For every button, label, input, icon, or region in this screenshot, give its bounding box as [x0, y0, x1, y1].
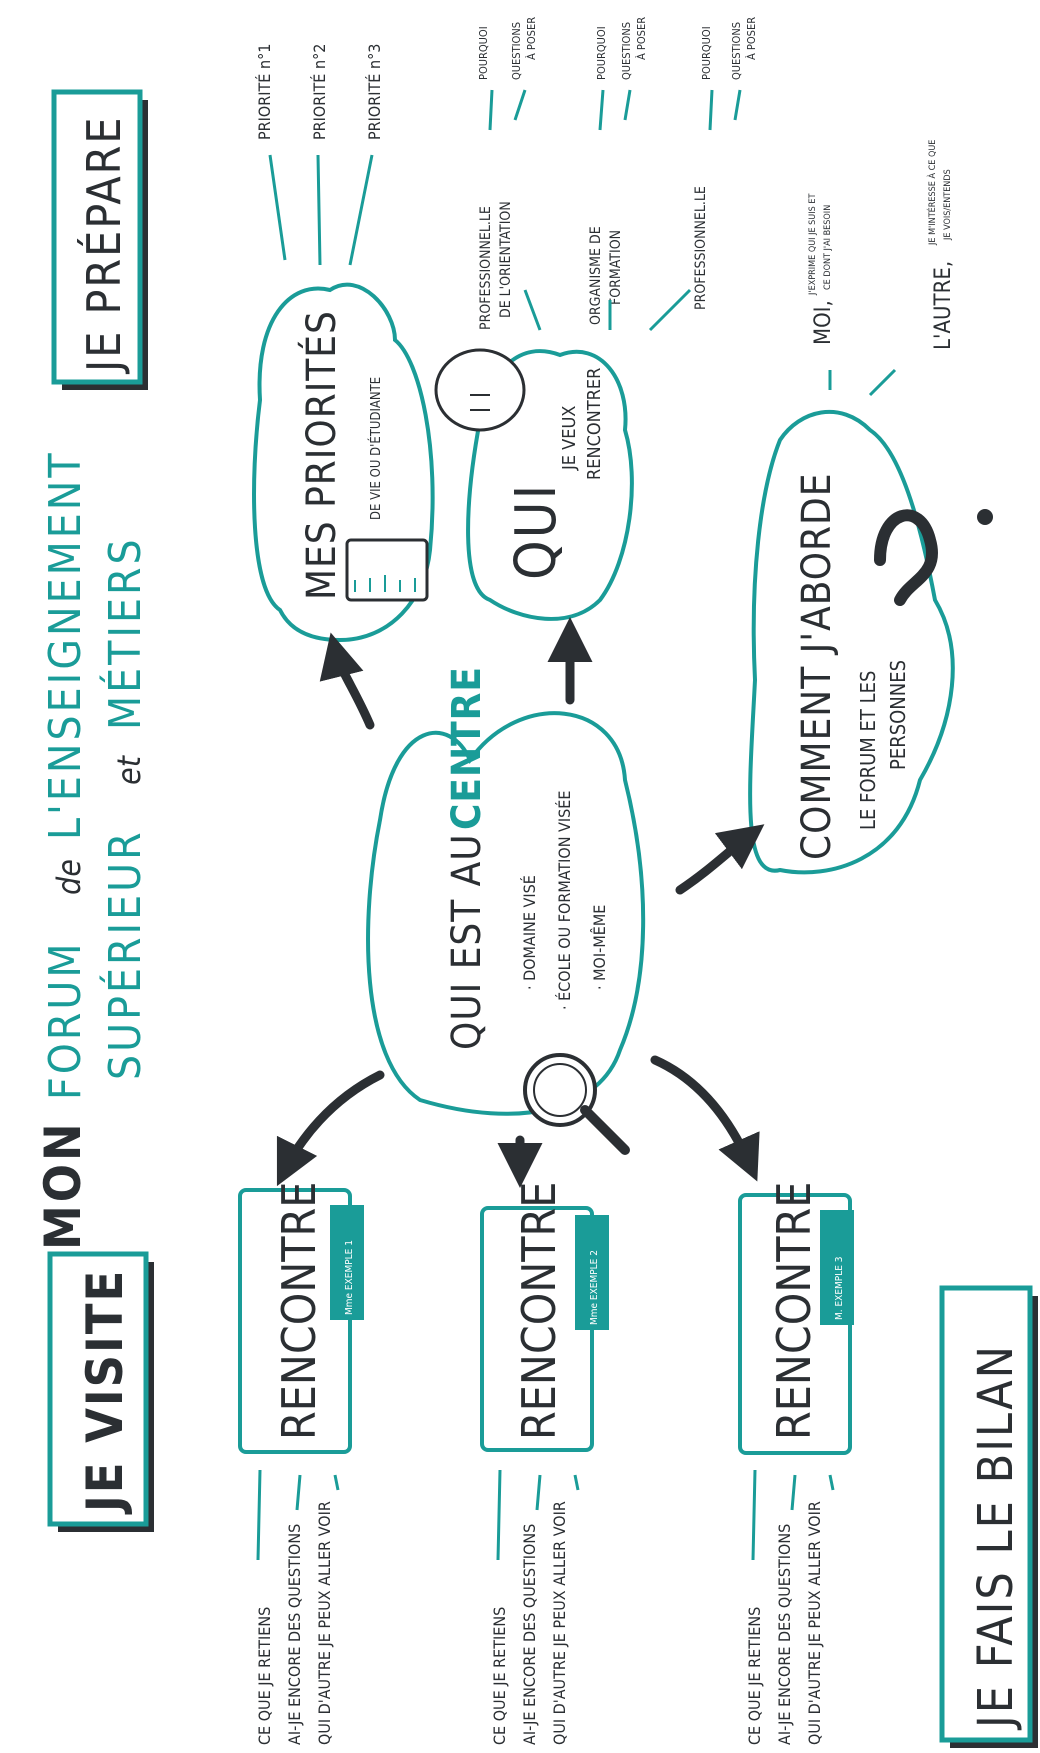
priorites-connectors — [268, 154, 374, 266]
question-mark-icon — [874, 509, 993, 606]
center-title-a: QUI EST AU — [444, 833, 490, 1050]
qui-opt-1b: DE L'ORIENTATION — [498, 201, 514, 318]
rencontre-2: RENCONTRE Mme EXEMPLE 2 — [480, 1182, 609, 1452]
bq2-autre: QUI D'AUTRE JE PEUX ALLER VOIR — [550, 1501, 569, 1745]
priorites-title: MES PRIORITÉS — [297, 310, 345, 600]
bq3-autre: QUI D'AUTRE JE PEUX ALLER VOIR — [805, 1501, 824, 1745]
section-visite: JE VISITE — [47, 1251, 154, 1532]
qui-q2-aposer: À POSER — [635, 17, 648, 60]
qui-opt-1a: PROFESSIONNEL.LE — [478, 206, 494, 330]
rencontre-2-label: RENCONTRE — [512, 1182, 566, 1440]
title-superieur: SUPÉRIEUR — [98, 829, 151, 1080]
bilan-questions-2: CE QUE JE RETIENS AI-JE ENCORE DES QUEST… — [490, 1469, 580, 1745]
aborde-moi: MOI, — [811, 300, 836, 345]
section-prepare: JE PRÉPARE — [51, 89, 148, 390]
qui-opt-2b: FORMATION — [608, 230, 624, 305]
qui-opt-3a: PROFESSIONNEL.LE — [693, 186, 709, 310]
center-item-1: · DOMAINE VISÉ — [520, 875, 539, 990]
arrow-to-aborde — [675, 824, 765, 895]
section-bilan: JE FAIS LE BILAN — [939, 1285, 1038, 1748]
qui-q1-questions: QUESTIONS — [510, 22, 523, 80]
rencontre-3: RENCONTRE M. EXEMPLE 3 — [738, 1182, 854, 1455]
title-de: de — [50, 859, 88, 895]
qui-connectors — [488, 89, 742, 332]
qui-q1-pourquoi: POURQUOI — [477, 26, 490, 80]
rencontre-1: RENCONTRE Mme EXEMPLE 1 — [238, 1182, 364, 1454]
aborde-moi-detail-2: CE DONT J'AI BESOIN — [823, 205, 833, 290]
bilan-questions-1: CE QUE JE RETIENS AI-JE ENCORE DES QUEST… — [255, 1469, 340, 1745]
qui-opt-2a: ORGANISME DE — [588, 226, 604, 325]
qui-q2-pourquoi: POURQUOI — [595, 26, 608, 80]
bilan-frame — [939, 1285, 1033, 1743]
title-forum: FORUM — [40, 940, 91, 1100]
center-item-2: · ÉCOLE OU FORMATION VISÉE — [555, 791, 574, 1010]
bq1-retiens: CE QUE JE RETIENS — [255, 1607, 274, 1745]
aborde-connectors — [828, 368, 897, 397]
center-item-3: · MOI-MÊME — [590, 905, 609, 990]
bq2-retiens: CE QUE JE RETIENS — [490, 1607, 509, 1745]
bq3-questions: AI-JE ENCORE DES QUESTIONS — [775, 1524, 794, 1745]
priorite-3: PRIORITÉ n°3 — [365, 44, 384, 140]
aborde-autre-detail-2: JE VOIS/ENTENDS — [943, 169, 953, 241]
priorite-2: PRIORITÉ n°2 — [310, 44, 329, 140]
qui-q1-aposer: À POSER — [525, 17, 538, 60]
arrow-to-priorites — [319, 632, 375, 730]
qui-q3-questions: QUESTIONS — [730, 22, 743, 80]
bilan-label: JE FAIS LE BILAN — [968, 1344, 1024, 1731]
center-title-b: CENTRE — [444, 666, 490, 830]
checklist-icon — [345, 538, 429, 602]
title-metiers: MÉTIERS — [98, 536, 151, 730]
arrows — [276, 617, 765, 1188]
qui-subtitle-1: JE VEUX — [559, 406, 580, 471]
prepare-label: JE PRÉPARE — [77, 115, 131, 375]
center-node: QUI EST AU CENTRE · DOMAINE VISÉ · ÉCOLE… — [366, 666, 646, 1155]
bq1-autre: QUI D'AUTRE JE PEUX ALLER VOIR — [315, 1501, 334, 1745]
center-cloud — [366, 711, 646, 1116]
aborde-moi-detail-1: J'EXPRIME QUI JE SUIS ET — [808, 194, 818, 296]
arrow-to-rencontre-3 — [650, 1055, 760, 1182]
visite-label: JE VISITE — [76, 1269, 134, 1515]
aborde-cloud — [748, 410, 955, 875]
arrow-to-rencontre-1 — [276, 1070, 385, 1187]
rencontre-1-tag: Mme EXEMPLE 1 — [344, 1240, 355, 1315]
rencontre-3-label: RENCONTRE — [767, 1182, 821, 1440]
prepare-frame — [51, 89, 143, 385]
qui-q3-pourquoi: POURQUOI — [700, 26, 713, 80]
aborde-autre: L'AUTRE, — [931, 261, 956, 350]
aborde-subtitle-1: LE FORUM ET LES — [856, 671, 880, 830]
title-mon: MON — [34, 1120, 92, 1250]
qui-node: QUI JE VEUX RENCONTRER PROFESSIONNEL.LE … — [434, 17, 758, 621]
main-title: MON FORUM de L'ENSEIGNEMENT SUPÉRIEUR et… — [34, 450, 151, 1250]
bilan-questions-3: CE QUE JE RETIENS AI-JE ENCORE DES QUEST… — [745, 1469, 835, 1745]
visite-frame — [47, 1251, 149, 1527]
aborde-autre-detail-1: JE M'INTÉRESSE À CE QUE — [926, 140, 938, 246]
bq1-questions: AI-JE ENCORE DES QUESTIONS — [285, 1524, 304, 1745]
bq2-questions: AI-JE ENCORE DES QUESTIONS — [520, 1524, 539, 1745]
priorites-node: MES PRIORITÉS DE VIE OU D'ÉTUDIANTE PRIO… — [252, 44, 435, 643]
qui-q2-questions: QUESTIONS — [620, 22, 633, 80]
rencontre-3-tag: M. EXEMPLE 3 — [834, 1257, 845, 1320]
title-et: et — [110, 754, 148, 785]
rencontre-2-tag: Mme EXEMPLE 2 — [589, 1250, 600, 1325]
qui-q3-aposer: À POSER — [745, 17, 758, 60]
priorites-subtitle: DE VIE OU D'ÉTUDIANTE — [368, 377, 384, 520]
qui-title: QUI — [504, 483, 569, 580]
magnifier-icon — [523, 1053, 630, 1155]
priorite-1: PRIORITÉ n°1 — [255, 44, 274, 140]
qui-subtitle-2: RENCONTRER — [584, 368, 605, 480]
aborde-subtitle-2: PERSONNES — [886, 660, 910, 770]
rencontre-1-label: RENCONTRE — [272, 1182, 326, 1440]
aborde-node: COMMENT J'ABORDE LE FORUM ET LES PERSONN… — [748, 140, 993, 875]
title-enseignement: L'ENSEIGNEMENT — [40, 450, 91, 840]
speech-bubble-icon — [434, 348, 526, 432]
bq3-retiens: CE QUE JE RETIENS — [745, 1607, 764, 1745]
aborde-title: COMMENT J'ABORDE — [794, 473, 840, 860]
